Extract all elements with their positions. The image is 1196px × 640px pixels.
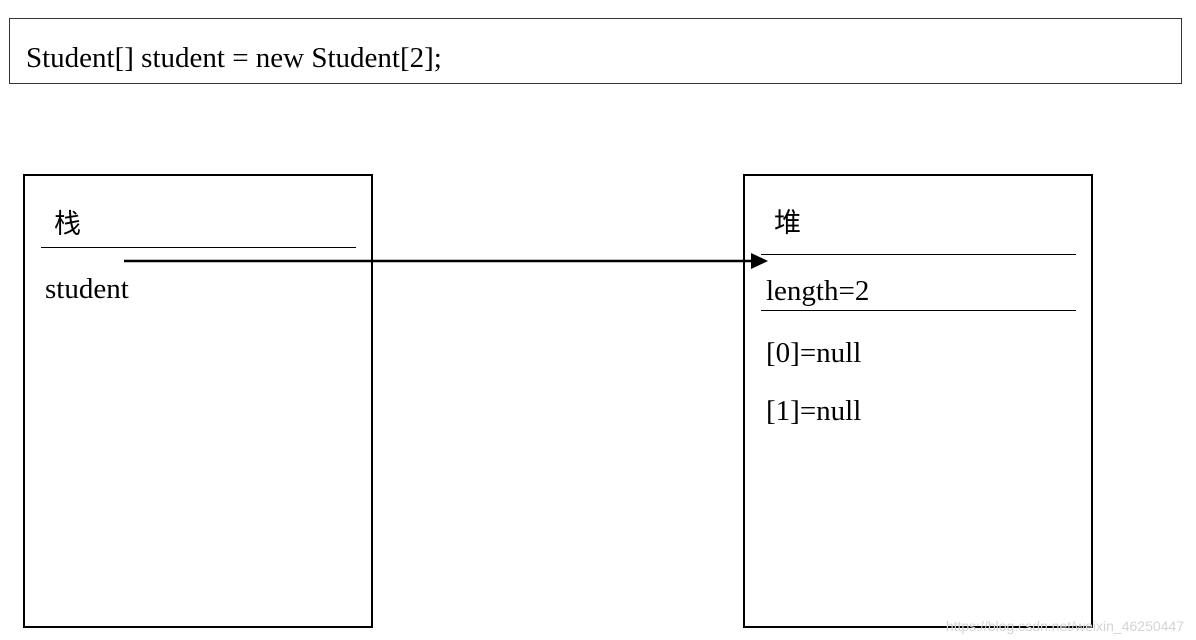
stack-title: 栈: [54, 209, 81, 240]
heap-length-label: length=2: [766, 275, 870, 307]
code-statement: Student[] student = new Student[2];: [26, 42, 442, 74]
heap-element-1: [1]=null: [766, 395, 862, 427]
watermark-text: https://blog.csdn.net/weixin_46250447: [945, 618, 1184, 634]
stack-panel: 栈 student: [23, 174, 373, 628]
stack-title-divider: [41, 247, 356, 248]
code-statement-box: Student[] student = new Student[2];: [9, 18, 1182, 84]
heap-title-divider: [761, 254, 1076, 255]
heap-length-divider: [761, 310, 1076, 311]
stack-variable: student: [45, 273, 129, 305]
heap-element-0: [0]=null: [766, 337, 862, 369]
heap-panel: 堆 length=2 [0]=null [1]=null: [743, 174, 1093, 628]
heap-title: 堆: [774, 208, 801, 239]
